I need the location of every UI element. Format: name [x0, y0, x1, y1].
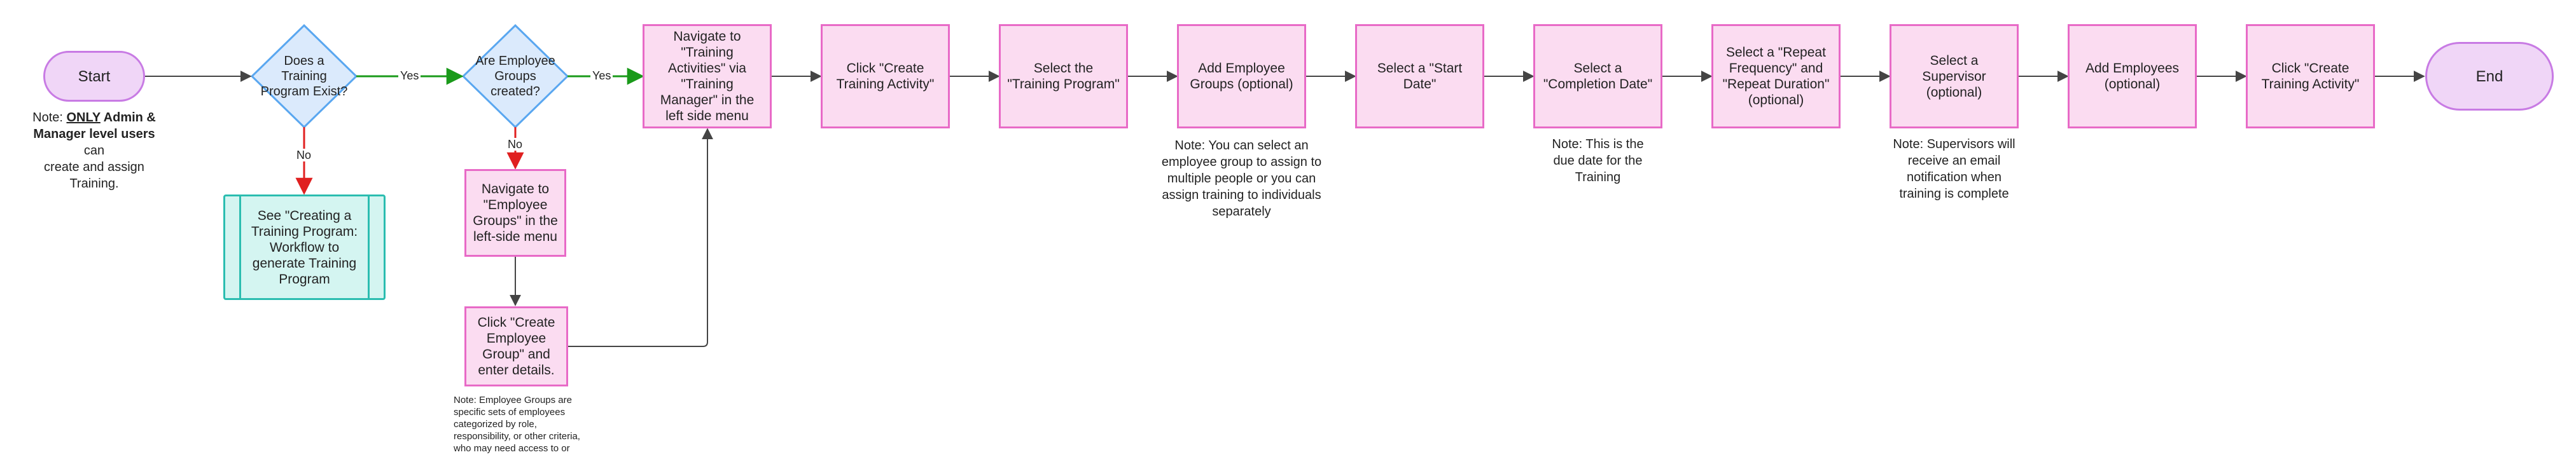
edge-label-no-1: No: [295, 149, 314, 161]
see-creating-training-program: See "Creating a Training Program: Workfl…: [223, 194, 386, 300]
create-employee-group: Click "Create Employee Group" and enter …: [464, 306, 568, 386]
add-employees: Add Employees (optional): [2068, 24, 2197, 128]
note-due-date: Note: This is the due date for the Train…: [1552, 137, 1644, 184]
click-create-training-activity: Click "Create Training Activity": [821, 24, 950, 128]
note-employee-groups-definition: Note: Employee Groups are specific sets …: [454, 395, 580, 454]
note-admin-access: Note: ONLY Admin & Manager level users c…: [24, 109, 164, 192]
add-employee-groups: Add Employee Groups (optional): [1177, 24, 1306, 128]
note-admin-prefix: Note:: [32, 111, 67, 125]
note-admin-suffix: can create and assign Training.: [44, 144, 144, 191]
select-completion-date: Select a "Completion Date": [1533, 24, 1662, 128]
edge-create-group-to-navigate-activities: [568, 128, 713, 347]
note-admin-roles: Admin & Manager level users: [33, 111, 156, 141]
note-employee-groups: Note: You can select an employee group t…: [1161, 139, 1322, 219]
decision-training-exists: Does a Training Program Exist?: [260, 54, 348, 99]
edge-label-yes-1: Yes: [398, 69, 421, 82]
decision-groups-created: Are Employee Groups created?: [475, 54, 555, 99]
note-supervisors: Note: Supervisors will receive an email …: [1893, 137, 2016, 201]
select-training-program: Select the "Training Program": [999, 24, 1128, 128]
start-node: Start: [43, 51, 145, 102]
navigate-employee-groups: Navigate to "Employee Groups" in the lef…: [464, 169, 566, 257]
navigate-training-activities: Navigate to "Training Activities" via "T…: [643, 24, 772, 128]
select-supervisor: Select a Supervisor (optional): [1890, 24, 2019, 128]
note-admin-only: ONLY: [66, 111, 101, 125]
select-start-date: Select a "Start Date": [1355, 24, 1484, 128]
select-repeat-frequency: Select a "Repeat Frequency" and "Repeat …: [1711, 24, 1841, 128]
edge-label-no-2: No: [506, 138, 525, 151]
click-create-training-activity-final: Click "Create Training Activity": [2246, 24, 2375, 128]
end-node: End: [2425, 42, 2554, 111]
edge-label-yes-2: Yes: [590, 69, 613, 82]
